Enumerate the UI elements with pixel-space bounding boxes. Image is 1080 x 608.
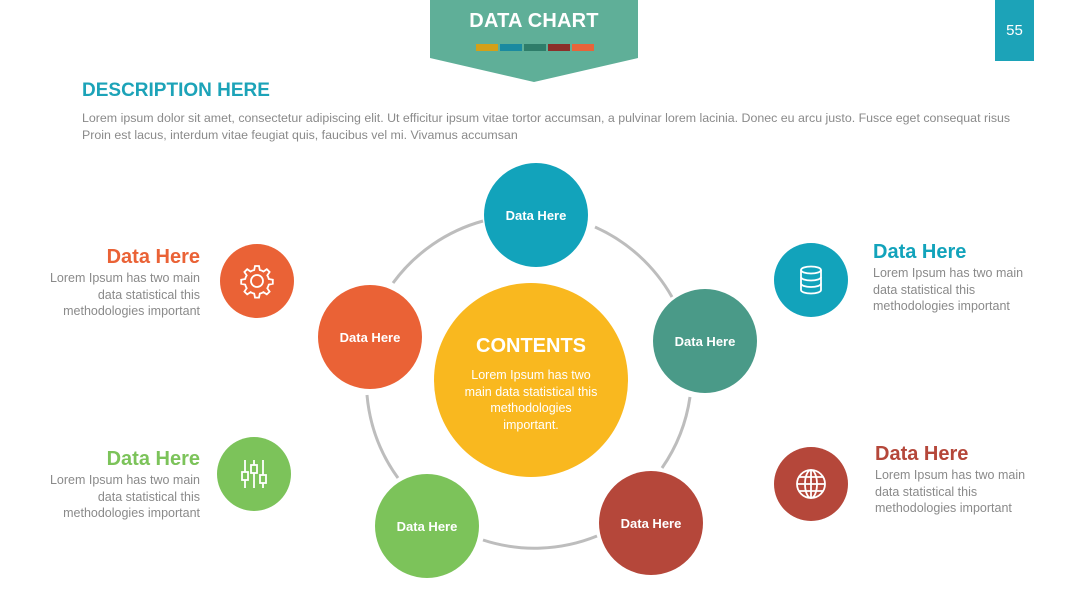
center-text: Lorem Ipsum has two main data statistica… [464,368,598,432]
header-banner: DATA CHART [430,0,638,82]
sliders-icon [241,460,267,488]
header-title: DATA CHART [469,10,599,32]
gear-icon-circle [220,244,294,318]
description-title: DESCRIPTION HERE [82,80,270,101]
side-item-left-top: Data Here Lorem Ipsum has two main data … [40,245,200,320]
node-label: Data Here [396,518,458,534]
node-label: Data Here [505,207,567,223]
center-circle: CONTENTS Lorem Ipsum has two main data s… [434,283,628,477]
node-left: Data Here [318,285,422,389]
side-item-title: Data Here [106,246,200,268]
node-label: Data Here [674,333,736,349]
banner-shape [430,0,638,82]
color-swatch [500,44,522,51]
color-swatch [572,44,594,51]
connector-arc [365,394,400,479]
color-swatch [524,44,546,51]
side-item-text: Lorem Ipsum has two main data statistica… [49,473,200,520]
database-icon [800,265,822,295]
side-item-left-bottom: Data Here Lorem Ipsum has two main data … [40,447,200,522]
node-bottom-right: Data Here [599,471,703,575]
gear-icon [240,265,274,299]
center-title: CONTENTS [476,335,586,357]
node-top: Data Here [484,163,588,267]
connector-arc [594,225,674,298]
node-label: Data Here [339,329,401,345]
side-item-title: Data Here [106,448,200,470]
globe-icon-circle [774,447,848,521]
side-item-title: Data Here [873,241,967,263]
node-right: Data Here [653,289,757,393]
description-text: Lorem ipsum dolor sit amet, consectetur … [82,111,1011,142]
side-item-right-bottom: Data Here Lorem Ipsum has two main data … [875,442,1035,517]
sliders-icon-circle [217,437,291,511]
connector-arc [391,219,484,284]
side-item-right-top: Data Here Lorem Ipsum has two main data … [873,240,1033,315]
node-label: Data Here [620,515,682,531]
connector-arc [660,396,692,469]
node-bottom-left: Data Here [375,474,479,578]
globe-icon [796,469,826,499]
connector-arc [482,534,598,550]
side-item-text: Lorem Ipsum has two main data statistica… [875,468,1026,515]
color-swatch [476,44,498,51]
color-swatch [548,44,570,51]
side-item-text: Lorem Ipsum has two main data statistica… [49,271,200,318]
database-icon-circle [774,243,848,317]
color-swatches [476,44,594,51]
side-item-title: Data Here [875,443,969,465]
page-number: 55 [995,0,1034,61]
side-item-text: Lorem Ipsum has two main data statistica… [873,266,1024,313]
